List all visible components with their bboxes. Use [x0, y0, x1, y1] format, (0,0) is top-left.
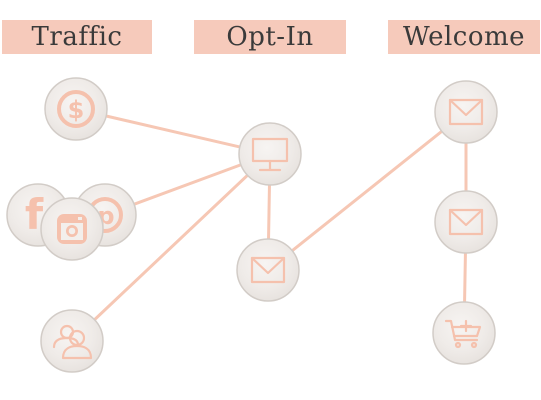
connector-optin-mail-welcome-mail-1: [266, 110, 468, 272]
connector-dollar-monitor: [74, 107, 272, 156]
node-users: [40, 309, 104, 373]
connector-users-monitor: [70, 152, 272, 343]
mail-icon: [250, 256, 286, 284]
node-circle: [40, 309, 104, 373]
node-instagram: [40, 197, 104, 261]
node-circle: [236, 238, 300, 302]
svg-text:$: $: [68, 96, 85, 124]
mail-icon: [448, 208, 484, 236]
node-circle: [44, 77, 108, 141]
opt-in-header: Opt-In: [194, 20, 346, 54]
node-welcome-mail-1: [434, 80, 498, 144]
node-dollar: $: [44, 77, 108, 141]
node-monitor: [238, 122, 302, 186]
node-welcome-mail-2: [434, 190, 498, 254]
nodes: $pf: [6, 77, 498, 373]
facebook-icon: f: [25, 190, 44, 239]
node-circle: [434, 80, 498, 144]
node-circle: [238, 122, 302, 186]
welcome-header: Welcome: [388, 20, 540, 54]
node-cart: [432, 301, 496, 365]
mail-icon: [448, 98, 484, 126]
node-circle: [434, 190, 498, 254]
shopping-cart-icon: [444, 319, 482, 349]
users-icon: [52, 324, 93, 360]
svg-text:f: f: [25, 190, 44, 239]
node-optin-mail: [236, 238, 300, 302]
node-circle: [432, 301, 496, 365]
instagram-icon: [57, 214, 87, 244]
dollar-sign-icon: $: [57, 90, 95, 128]
traffic-header: Traffic: [2, 20, 152, 54]
monitor-icon: [251, 137, 289, 172]
